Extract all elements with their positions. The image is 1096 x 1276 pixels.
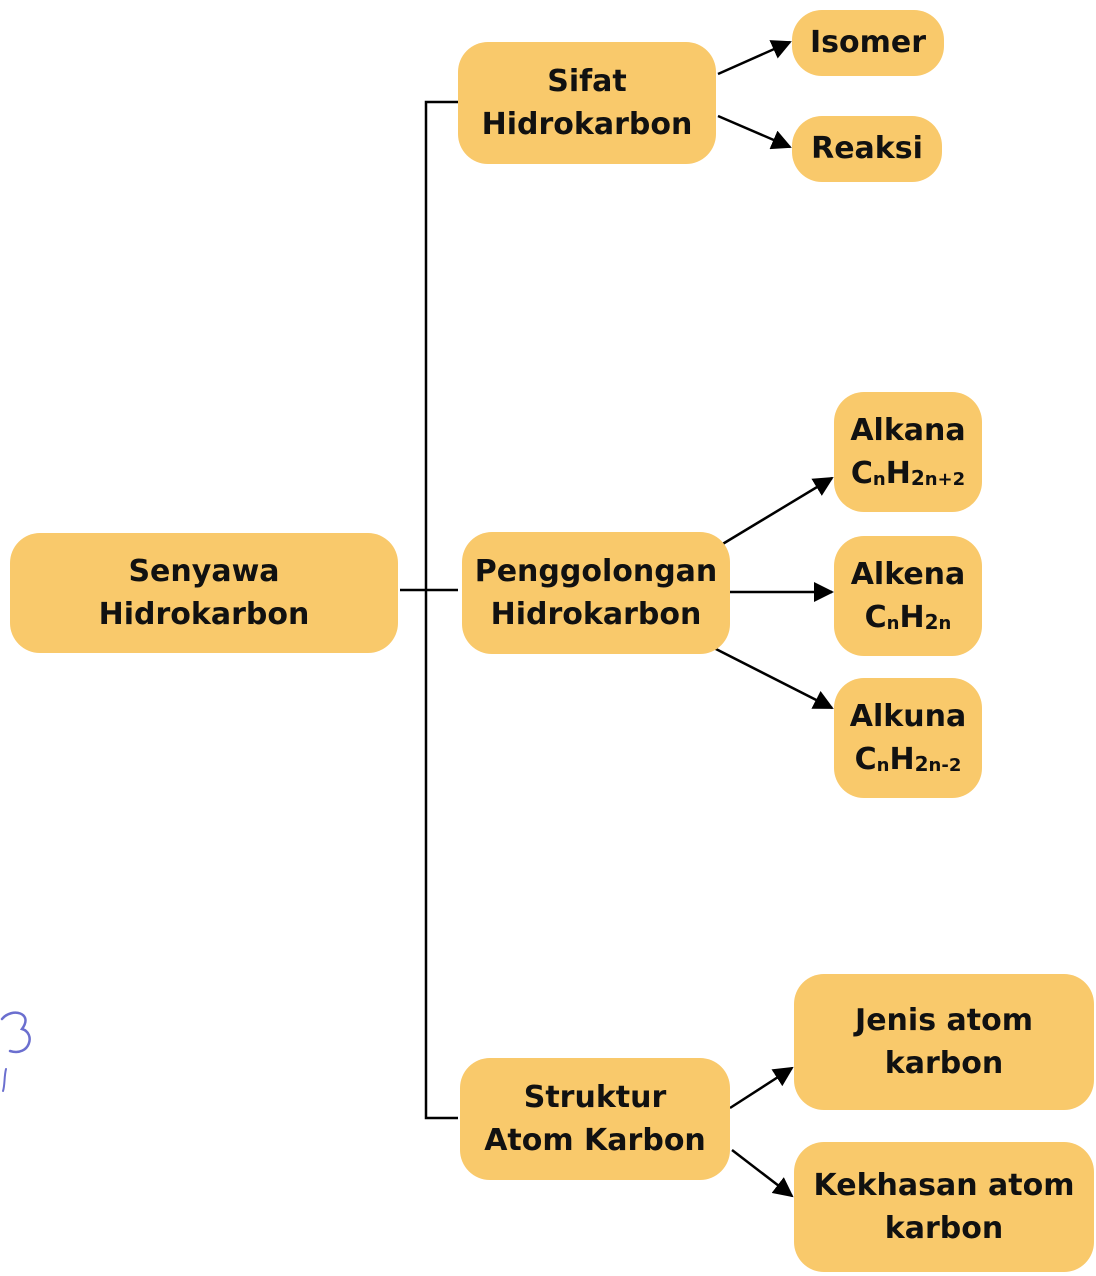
node-label: karbon — [884, 1046, 1004, 1081]
formula-alkuna: CnH2n-2 — [854, 742, 962, 777]
trunk-line — [424, 100, 458, 1120]
node-alkana: Alkana CnH2n+2 — [834, 392, 982, 512]
node-label: Hidrokarbon — [490, 597, 702, 632]
arrow-peng-alkuna — [709, 644, 834, 710]
node-label: Senyawa — [128, 553, 280, 589]
node-senyawa-hidrokarbon: Senyawa Hidrokarbon — [10, 533, 398, 653]
doodle-icon — [0, 1011, 31, 1092]
node-label: Reaksi — [811, 131, 923, 167]
node-label: Penggolongan — [474, 553, 718, 589]
formula-alkena: CnH2n — [864, 600, 952, 635]
node-penggolongan-hidrokarbon: Penggolongan Hidrokarbon — [462, 532, 730, 654]
node-label: Hidrokarbon — [481, 107, 693, 142]
node-jenis-atom-karbon: Jenis atom karbon — [794, 974, 1094, 1110]
node-sifat-hidrokarbon: Sifat Hidrokarbon — [458, 42, 716, 164]
arrow-sifat-reaksi — [717, 114, 792, 150]
node-alkuna: Alkuna CnH2n-2 — [834, 678, 982, 798]
node-label: Atom Karbon — [484, 1123, 706, 1158]
node-isomer: Isomer — [792, 10, 944, 76]
node-label: Hidrokarbon — [98, 597, 310, 632]
node-kekhasan-atom-karbon: Kekhasan atom karbon — [794, 1142, 1094, 1272]
node-label: Alkuna — [849, 698, 967, 734]
node-struktur-atom-karbon: Struktur Atom Karbon — [460, 1058, 730, 1180]
node-label: Sifat — [547, 63, 627, 99]
node-label: Jenis atom — [855, 1002, 1033, 1038]
formula-alkana: CnH2n+2 — [850, 456, 966, 491]
node-label: karbon — [884, 1211, 1004, 1246]
node-label: Alkana — [850, 412, 966, 448]
arrow-struktur-jenis — [729, 1066, 794, 1110]
node-label: Struktur — [523, 1079, 667, 1115]
node-label: Alkena — [850, 556, 966, 592]
arrow-peng-alkana — [715, 476, 834, 550]
node-reaksi: Reaksi — [792, 116, 942, 182]
node-label: Isomer — [809, 25, 927, 61]
arrow-sifat-isomer — [717, 40, 792, 76]
node-label: Kekhasan atom — [813, 1167, 1075, 1203]
node-alkena: Alkena CnH2n — [834, 536, 982, 656]
arrow-struktur-kekhasan — [731, 1149, 794, 1198]
